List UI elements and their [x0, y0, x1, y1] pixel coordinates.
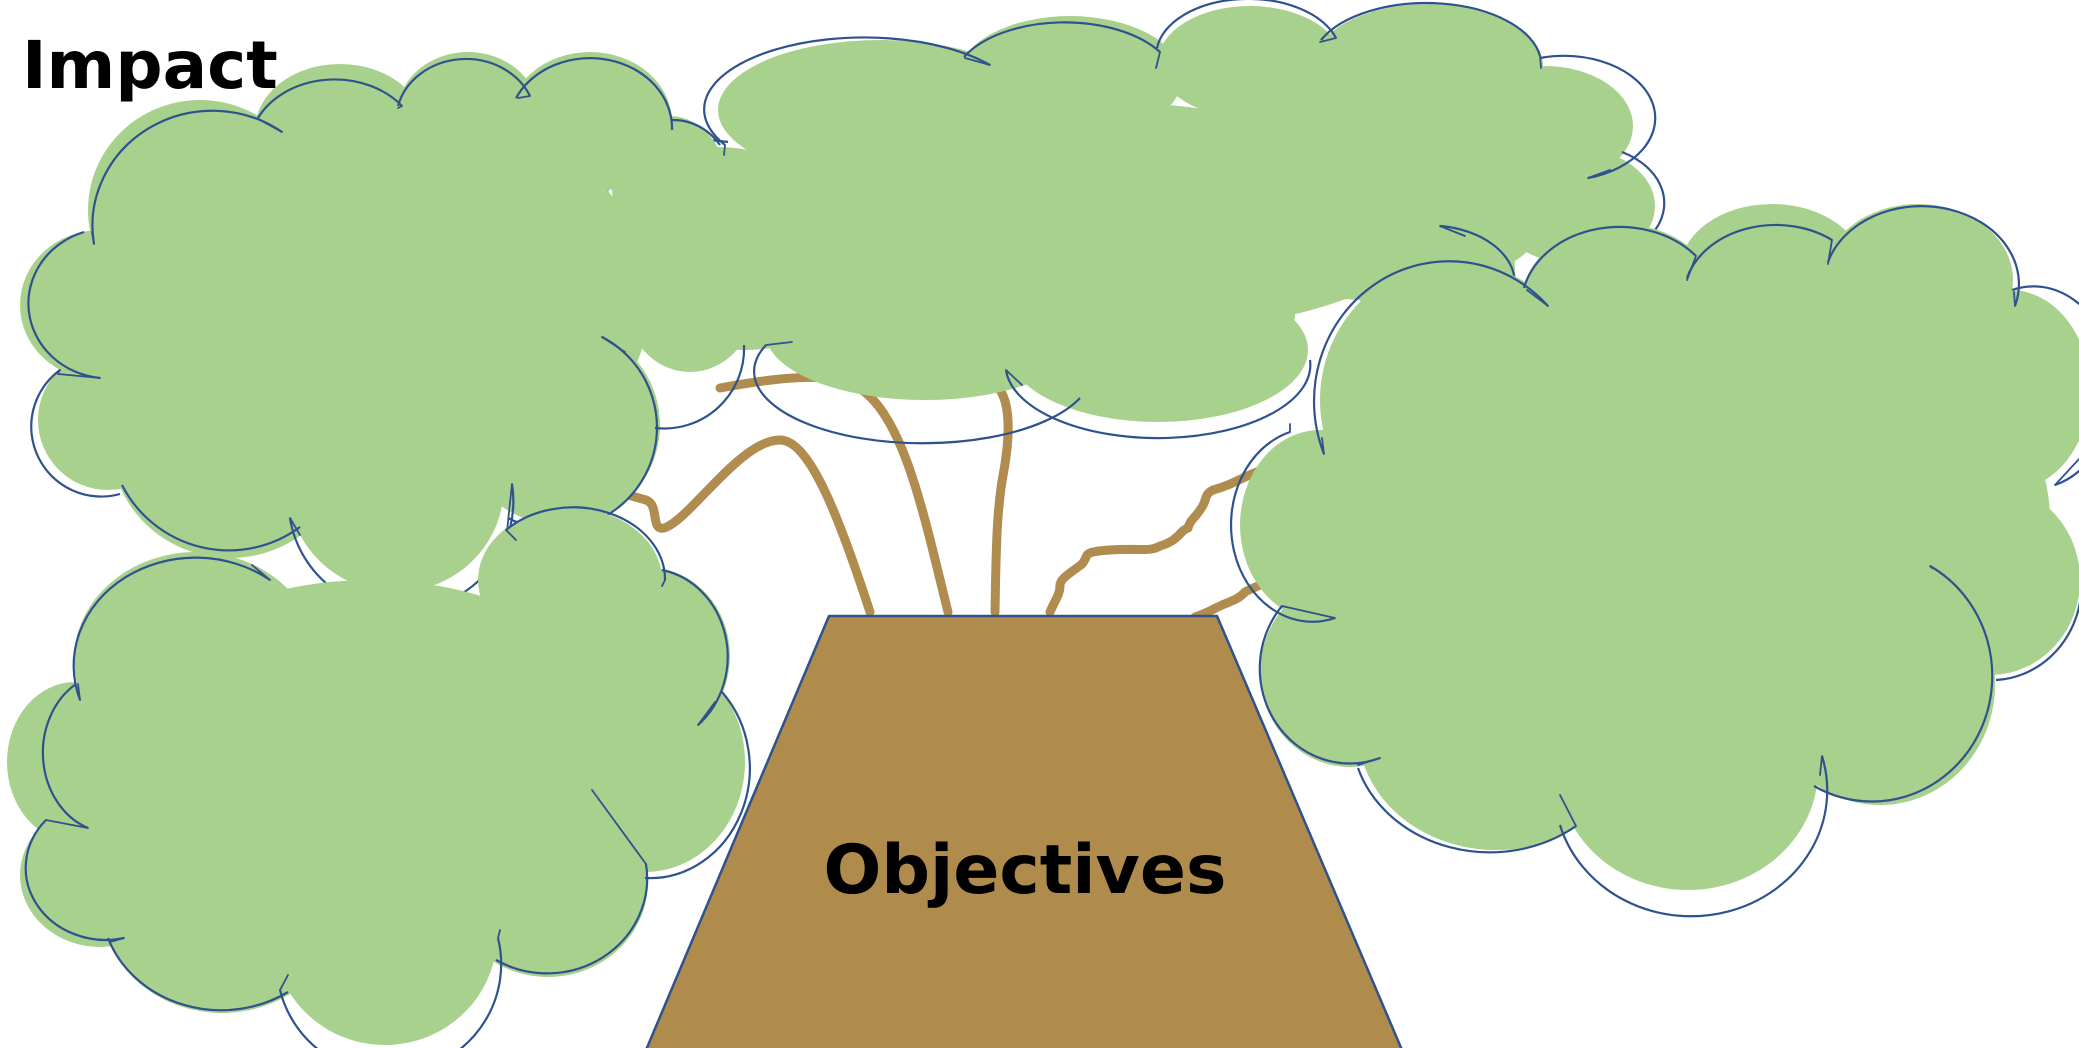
cloud-upper-left — [20, 52, 755, 613]
cloud-lower-left — [7, 506, 751, 1048]
cloud-upper-left-fill — [20, 52, 755, 592]
branch-left-low — [605, 435, 875, 617]
branches — [605, 372, 1275, 622]
cloud-lower-left-fill — [7, 508, 745, 1045]
trunk-label: Objectives — [824, 831, 1227, 910]
trunk — [645, 614, 1403, 1048]
branch-right-lower — [1190, 575, 1275, 622]
cloud-right — [1229, 204, 2079, 918]
branch-center — [990, 385, 1013, 617]
cloud-right-fill — [1240, 204, 2079, 890]
diagram-title: Impact — [22, 27, 278, 104]
branch-right-upper — [1045, 465, 1267, 617]
branch-left-mid — [715, 372, 953, 617]
